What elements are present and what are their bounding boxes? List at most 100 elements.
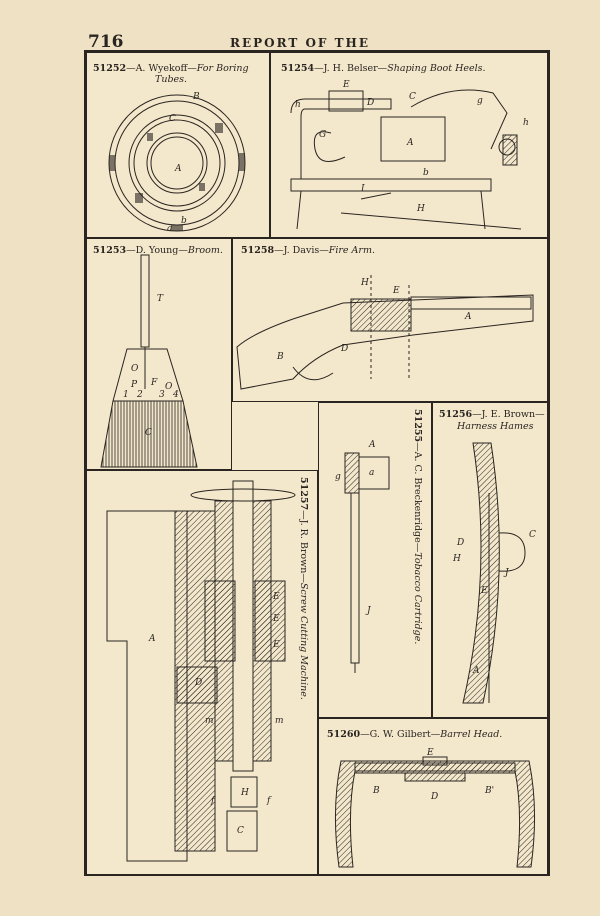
panel-51258-fire-arm: 51258—J. Davis—Fire Arm. H E A B D [232, 238, 548, 402]
patent-number: 51258 [241, 245, 275, 256]
svg-text:f: f [210, 796, 216, 806]
svg-text:B: B [192, 92, 200, 102]
caption-51260: 51260—G. W. Gilbert—Barrel Head. [327, 729, 502, 740]
svg-text:C: C [145, 428, 152, 438]
svg-text:G: G [319, 130, 326, 140]
svg-text:C: C [237, 826, 244, 836]
invention-title: Harness Hames [457, 421, 534, 432]
svg-text:D: D [366, 98, 374, 108]
tobacco-cartridge-drawing: A a g J [335, 440, 390, 673]
invention-title: Shaping Boot Heels. [387, 63, 486, 74]
invention-title: Fire Arm. [328, 245, 375, 256]
svg-text:E: E [272, 640, 280, 650]
svg-text:F: F [150, 378, 158, 388]
svg-text:E: E [480, 586, 488, 596]
svg-text:H: H [360, 278, 369, 288]
svg-text:I: I [360, 184, 365, 194]
svg-text:D: D [430, 792, 438, 802]
svg-text:b: b [181, 216, 187, 226]
svg-text:2: 2 [136, 390, 143, 400]
patent-number: 51260 [327, 729, 361, 740]
svg-text:A: A [148, 634, 156, 644]
svg-text:O: O [165, 382, 173, 392]
svg-text:T: T [157, 294, 164, 304]
invention-title: For Boring [196, 63, 249, 74]
svg-text:1: 1 [123, 390, 129, 400]
svg-text:b: b [423, 168, 429, 178]
svg-text:E: E [342, 80, 350, 90]
panel-51252-boring-tubes: 51252—A. Wyekoff—For Boring Tubes. B C A… [86, 52, 270, 238]
svg-text:h: h [295, 100, 301, 110]
barrel-head-drawing: E B D B' [334, 748, 536, 868]
svg-text:B': B' [484, 786, 494, 796]
panel-51256-harness-hames: 51256—J. E. Brown— Harness Hames D H C J… [432, 402, 548, 718]
svg-text:E: E [272, 614, 280, 624]
boot-heels-machine-drawing: E D C h G A g b h I H [290, 80, 529, 230]
invention-title: Barrel Head. [440, 729, 503, 740]
inventor: —J. H. Belser— [314, 63, 388, 74]
caption-51252-line2: Tubes. [155, 74, 187, 85]
svg-text:H: H [416, 204, 425, 214]
patent-number: 51253 [93, 245, 127, 256]
patent-plate: 51252—A. Wyekoff—For Boring Tubes. B C A… [84, 50, 550, 876]
svg-text:A: A [174, 164, 182, 174]
svg-text:E: E [426, 748, 434, 758]
svg-text:4: 4 [172, 390, 179, 400]
caption-51256-line2: Harness Hames [457, 421, 533, 432]
inventor: —J. E. Brown— [472, 409, 545, 420]
screw-cutting-machine-drawing: A E E E D m m H f f C [106, 480, 296, 862]
svg-text:J: J [365, 606, 372, 616]
svg-text:C: C [529, 530, 536, 540]
panel-51255-tobacco-cartridge: 51255—A. C. Breckenridge—Tobacco Cartrid… [318, 402, 432, 718]
svg-text:a: a [167, 224, 172, 234]
svg-text:J: J [503, 568, 510, 578]
inventor: —A. Wyekoff— [126, 63, 197, 74]
caption-51258: 51258—J. Davis—Fire Arm. [241, 245, 375, 256]
svg-text:E: E [392, 286, 400, 296]
broom-drawing: T O P F O 1 2 3 4 C [100, 254, 198, 468]
svg-text:g: g [335, 472, 341, 482]
svg-text:h: h [523, 118, 529, 128]
boring-tubes-drawing: B C A a b [108, 92, 246, 234]
caption-51253: 51253—D. Young—Broom. [93, 245, 223, 256]
svg-text:H: H [240, 788, 249, 798]
harness-hames-drawing: D H C J E A [452, 442, 536, 704]
inventor: —J. Davis— [274, 245, 329, 256]
invention-title-2: Tubes. [155, 74, 188, 85]
panel-51257-screw-cutting: 51257—J. R. Brown—Screw Cutting Machine.… [86, 470, 318, 876]
patent-number: 51254 [281, 63, 315, 74]
svg-text:D: D [194, 678, 202, 688]
inventor: —D. Young— [126, 245, 188, 256]
svg-text:g: g [477, 96, 483, 106]
svg-text:P: P [130, 380, 138, 390]
svg-text:A: A [472, 666, 480, 676]
caption-51254: 51254—J. H. Belser—Shaping Boot Heels. [281, 63, 486, 74]
svg-text:f: f [266, 796, 272, 806]
svg-text:D: D [340, 344, 348, 354]
svg-text:a: a [369, 468, 374, 478]
svg-text:A: A [464, 312, 472, 322]
svg-text:A: A [368, 440, 376, 450]
svg-text:B: B [372, 786, 380, 796]
svg-text:D: D [456, 538, 464, 548]
invention-title: Broom. [187, 245, 223, 256]
svg-text:A: A [406, 138, 414, 148]
running-head: REPORT OF THE [229, 36, 371, 50]
svg-text:m: m [205, 716, 214, 726]
page-number: 716 [88, 32, 124, 52]
panel-51253-broom: 51253—D. Young—Broom. T O P F O 1 2 3 4 … [86, 238, 232, 470]
inventor: —G. W. Gilbert— [360, 729, 441, 740]
svg-text:H: H [452, 554, 461, 564]
patent-number: 51256 [439, 409, 473, 420]
svg-text:C: C [409, 92, 416, 102]
svg-text:3: 3 [159, 390, 165, 400]
svg-text:C: C [169, 114, 176, 124]
panel-51260-barrel-head: 51260—G. W. Gilbert—Barrel Head. E B D B… [318, 718, 548, 876]
svg-text:B: B [276, 352, 284, 362]
panel-51254-boot-heels: 51254—J. H. Belser—Shaping Boot Heels. E… [270, 52, 548, 238]
caption-51252: 51252—A. Wyekoff—For Boring [93, 63, 249, 74]
svg-text:m: m [275, 716, 284, 726]
patent-number: 51252 [93, 63, 127, 74]
svg-text:O: O [131, 364, 139, 374]
caption-51256: 51256—J. E. Brown— [439, 409, 545, 420]
